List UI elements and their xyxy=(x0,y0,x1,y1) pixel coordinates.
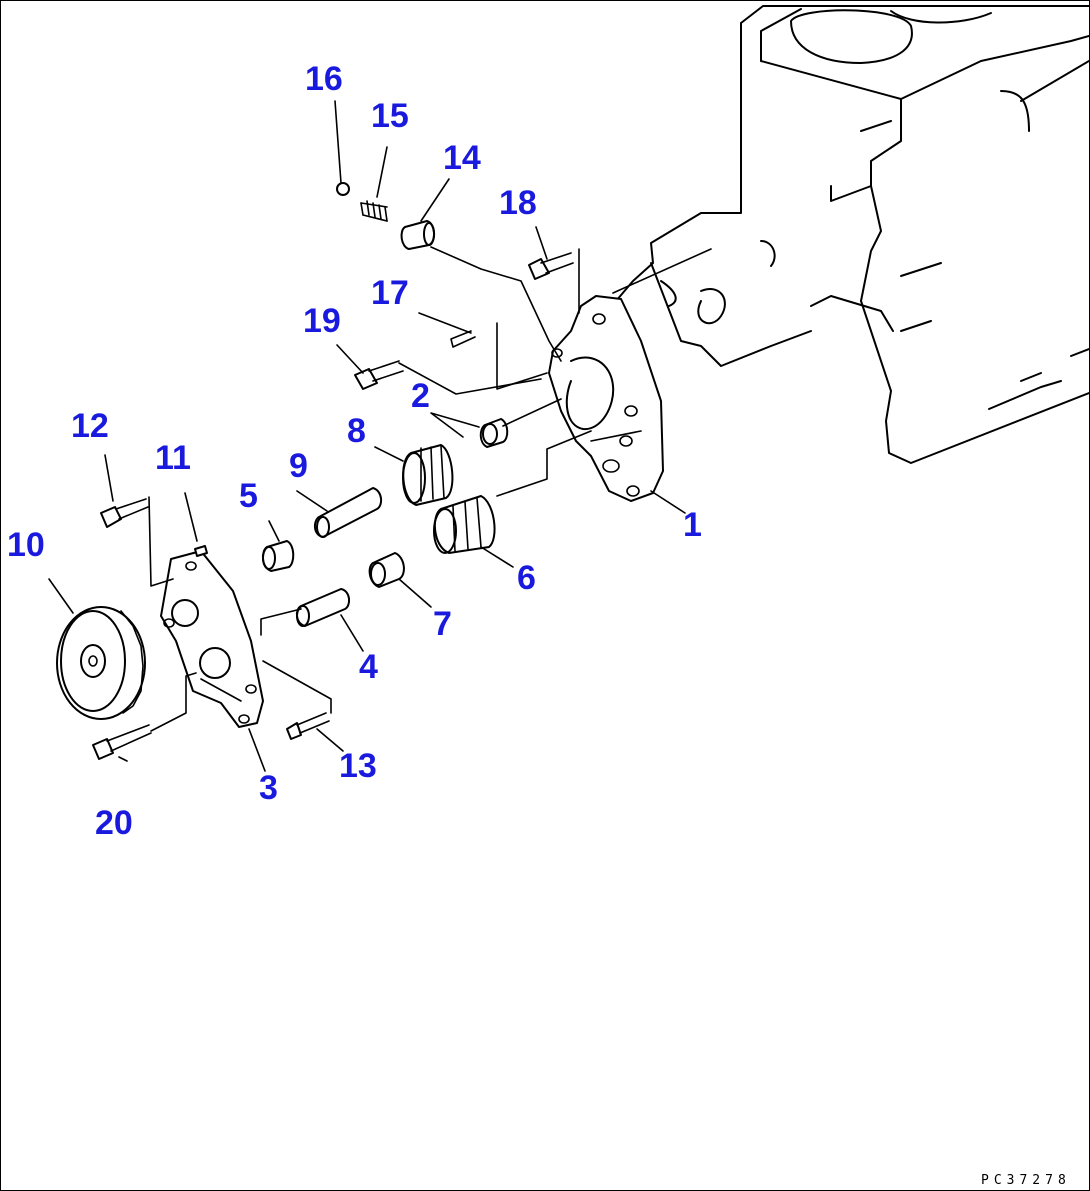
callout-12: 12 xyxy=(71,407,109,445)
callout-7: 7 xyxy=(433,605,452,643)
callout-14: 14 xyxy=(443,139,481,177)
callout-18: 18 xyxy=(499,184,537,222)
callout-5: 5 xyxy=(239,477,258,515)
callout-9: 9 xyxy=(289,447,308,485)
assembly-lines xyxy=(148,246,712,732)
spring-15 xyxy=(360,200,388,222)
callout-11: 11 xyxy=(155,439,191,477)
callout-13: 13 xyxy=(339,747,377,785)
drawing-code: PC37278 xyxy=(981,1173,1071,1188)
relief-valve-14 xyxy=(400,220,435,250)
bolt-19 xyxy=(354,360,404,390)
callout-6: 6 xyxy=(517,559,536,597)
callout-10: 10 xyxy=(7,526,45,564)
callout-19: 19 xyxy=(303,302,341,340)
callout-2: 2 xyxy=(411,377,430,415)
snap-ring-16 xyxy=(336,182,350,196)
bolt-20 xyxy=(92,724,152,760)
shaft-4 xyxy=(295,588,351,627)
callout-15: 15 xyxy=(371,97,409,135)
drive-gear xyxy=(56,606,146,720)
callout-1: 1 xyxy=(683,506,702,544)
callout-20: 20 xyxy=(95,804,133,842)
pin-11 xyxy=(194,545,208,557)
callout-17: 17 xyxy=(371,274,409,312)
callout-8: 8 xyxy=(347,412,366,450)
pump-cover xyxy=(160,550,264,728)
bolt-12 xyxy=(100,498,149,528)
pump-gear-8 xyxy=(402,444,454,506)
bolt-13 xyxy=(286,712,330,740)
bushing-5 xyxy=(261,540,295,572)
pump-gear-6 xyxy=(433,495,496,554)
engine-block xyxy=(615,5,1089,464)
shaft-9 xyxy=(313,487,383,538)
callout-16: 16 xyxy=(305,60,343,98)
bushing-2 xyxy=(479,418,509,448)
bushing-7 xyxy=(368,552,405,588)
bolt-18 xyxy=(528,252,574,280)
callout-labels: 1 2 3 4 5 6 7 8 9 10 11 12 13 14 15 16 1… xyxy=(7,60,702,842)
oil-pump-body xyxy=(548,295,664,502)
callout-3: 3 xyxy=(259,769,278,807)
callout-4: 4 xyxy=(359,648,378,686)
callout-leaders xyxy=(48,100,686,772)
